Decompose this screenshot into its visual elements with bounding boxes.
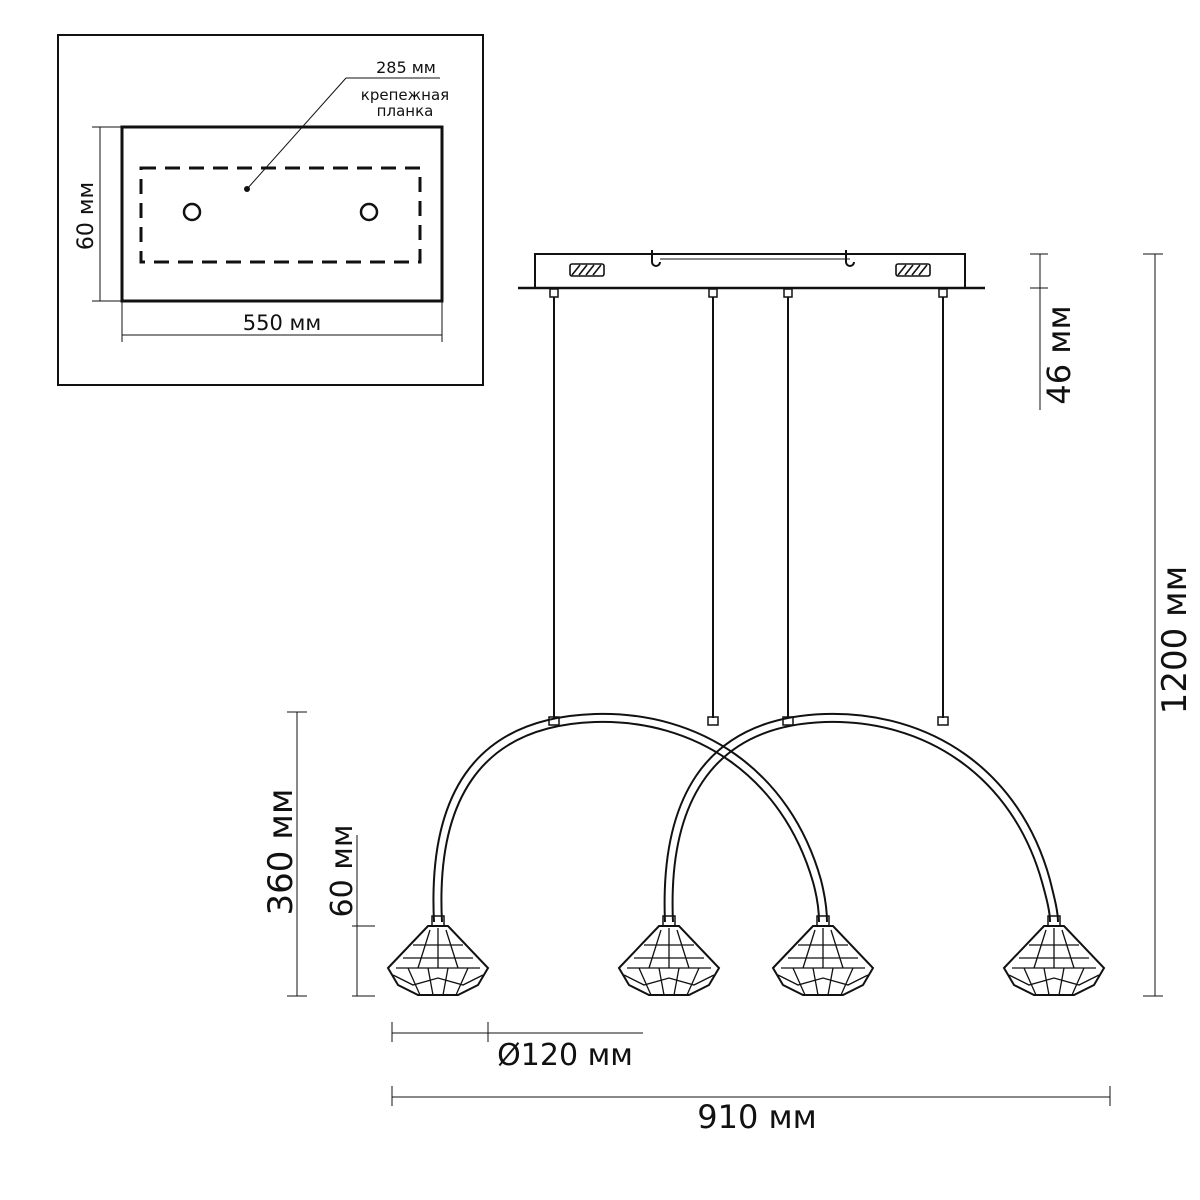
inset-height-label: 60 мм bbox=[74, 182, 99, 250]
arc-height-label: 360 мм bbox=[261, 788, 301, 915]
cable-grip-1 bbox=[549, 288, 559, 298]
arc-left bbox=[432, 712, 828, 923]
screw-symbol-right bbox=[895, 263, 931, 277]
inset-panel: 285 мм крепежная планка 60 мм 550 мм bbox=[57, 34, 484, 386]
canopy-body bbox=[534, 253, 966, 287]
arc-clamp-2 bbox=[707, 716, 719, 726]
shade-diameter-label: Ø120 мм bbox=[497, 1038, 633, 1073]
cable-grip-4 bbox=[938, 288, 948, 298]
pendant-lamp bbox=[386, 250, 1106, 996]
inset-width-label: 550 мм bbox=[243, 311, 321, 335]
arc-clamp-4 bbox=[937, 716, 949, 726]
canopy-outline bbox=[120, 125, 444, 303]
total-height-label: 1200 мм bbox=[1155, 566, 1195, 715]
inset-frame bbox=[57, 34, 484, 386]
cable-grip-2 bbox=[708, 288, 718, 298]
hook-right-icon bbox=[845, 250, 855, 267]
arc-right bbox=[663, 712, 1059, 923]
screw-hole-right bbox=[359, 202, 379, 222]
total-width-label: 910 мм bbox=[697, 1098, 817, 1136]
ceiling-canopy bbox=[518, 250, 985, 290]
arc-clamp-1 bbox=[548, 716, 560, 726]
shade-4 bbox=[1002, 915, 1106, 996]
hook-left-icon bbox=[651, 250, 661, 267]
dimension-canopy-height: 46 мм bbox=[1030, 253, 1078, 410]
screw-symbol-left bbox=[569, 263, 605, 277]
dimension-shade-diameter: Ø120 мм bbox=[391, 1022, 643, 1073]
plate-name-line2: планка bbox=[377, 102, 434, 120]
leader-line bbox=[246, 77, 347, 190]
shade-height-label: 60 мм bbox=[325, 825, 360, 918]
plate-size-label: 285 мм bbox=[376, 58, 436, 77]
suspension-cables bbox=[548, 288, 949, 726]
dimension-arc-height: 360 мм bbox=[261, 711, 307, 997]
dimension-total-width: 910 мм bbox=[391, 1086, 1111, 1136]
cable-grip-3 bbox=[783, 288, 793, 298]
dimension-shade-height: 60 мм bbox=[325, 825, 375, 997]
shade-1 bbox=[386, 915, 490, 996]
mounting-plate-dashed bbox=[139, 166, 422, 264]
shade-2 bbox=[617, 915, 721, 996]
screw-hole-left bbox=[182, 202, 202, 222]
canopy-height-label: 46 мм bbox=[1040, 305, 1078, 404]
shade-3 bbox=[771, 915, 875, 996]
plate-name-line1: крепежная bbox=[361, 86, 449, 104]
dimension-total-height: 1200 мм bbox=[1143, 253, 1195, 997]
